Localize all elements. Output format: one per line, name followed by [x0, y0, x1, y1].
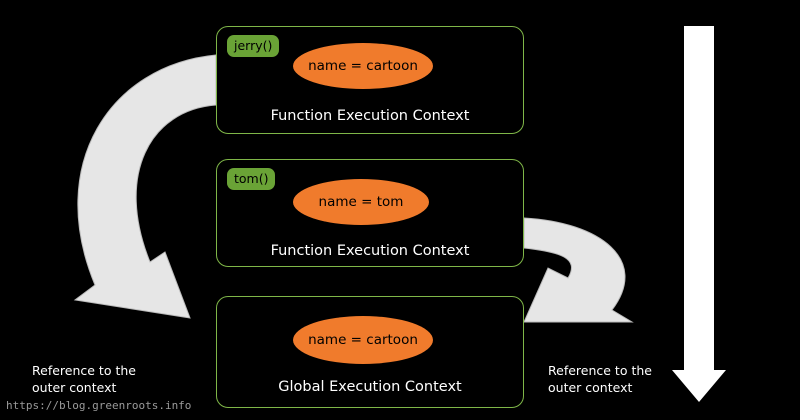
chain-letter: C [698, 199, 708, 214]
tom-variable: name = tom [293, 179, 429, 225]
left-reference-arrow [73, 54, 217, 319]
right-reference-label: Reference to the outer context [548, 362, 652, 396]
chain-letter: A [697, 233, 709, 248]
watermark-url: https://blog.greenroots.info [6, 399, 192, 412]
global-execution-context: name = cartoon Global Execution Context [216, 296, 524, 408]
jerry-context-label: Function Execution Context [270, 108, 470, 124]
scope-chain-arrow [672, 26, 726, 402]
global-context-label: Global Execution Context [278, 379, 462, 395]
jerry-variable: name = cartoon [293, 43, 433, 89]
chain-letter: I [700, 250, 706, 265]
scope-word: S C O P E [691, 92, 715, 177]
chain-letter: H [697, 216, 709, 231]
scope-letter: S [698, 93, 708, 108]
left-reference-label: Reference to the outer context [32, 362, 136, 396]
jerry-function-tag: jerry() [227, 35, 280, 57]
global-variable: name = cartoon [293, 316, 433, 364]
chain-letter: N [697, 267, 709, 282]
tom-function-tag: tom() [227, 168, 276, 190]
scope-letter: O [697, 127, 709, 142]
left-reference-line2: outer context [32, 380, 117, 395]
scope-letter: P [698, 144, 708, 159]
scope-letter: C [698, 110, 708, 125]
jerry-execution-context: jerry() name = cartoon Function Executio… [216, 26, 524, 134]
scope-letter: E [698, 161, 708, 176]
chain-word: C H A I N [691, 198, 715, 283]
tom-context-label: Function Execution Context [270, 243, 470, 259]
right-reference-line2: outer context [548, 380, 633, 395]
left-reference-line1: Reference to the [32, 363, 136, 378]
right-reference-line1: Reference to the [548, 363, 652, 378]
tom-execution-context: tom() name = tom Function Execution Cont… [216, 159, 524, 267]
right-reference-arrow [523, 217, 634, 323]
